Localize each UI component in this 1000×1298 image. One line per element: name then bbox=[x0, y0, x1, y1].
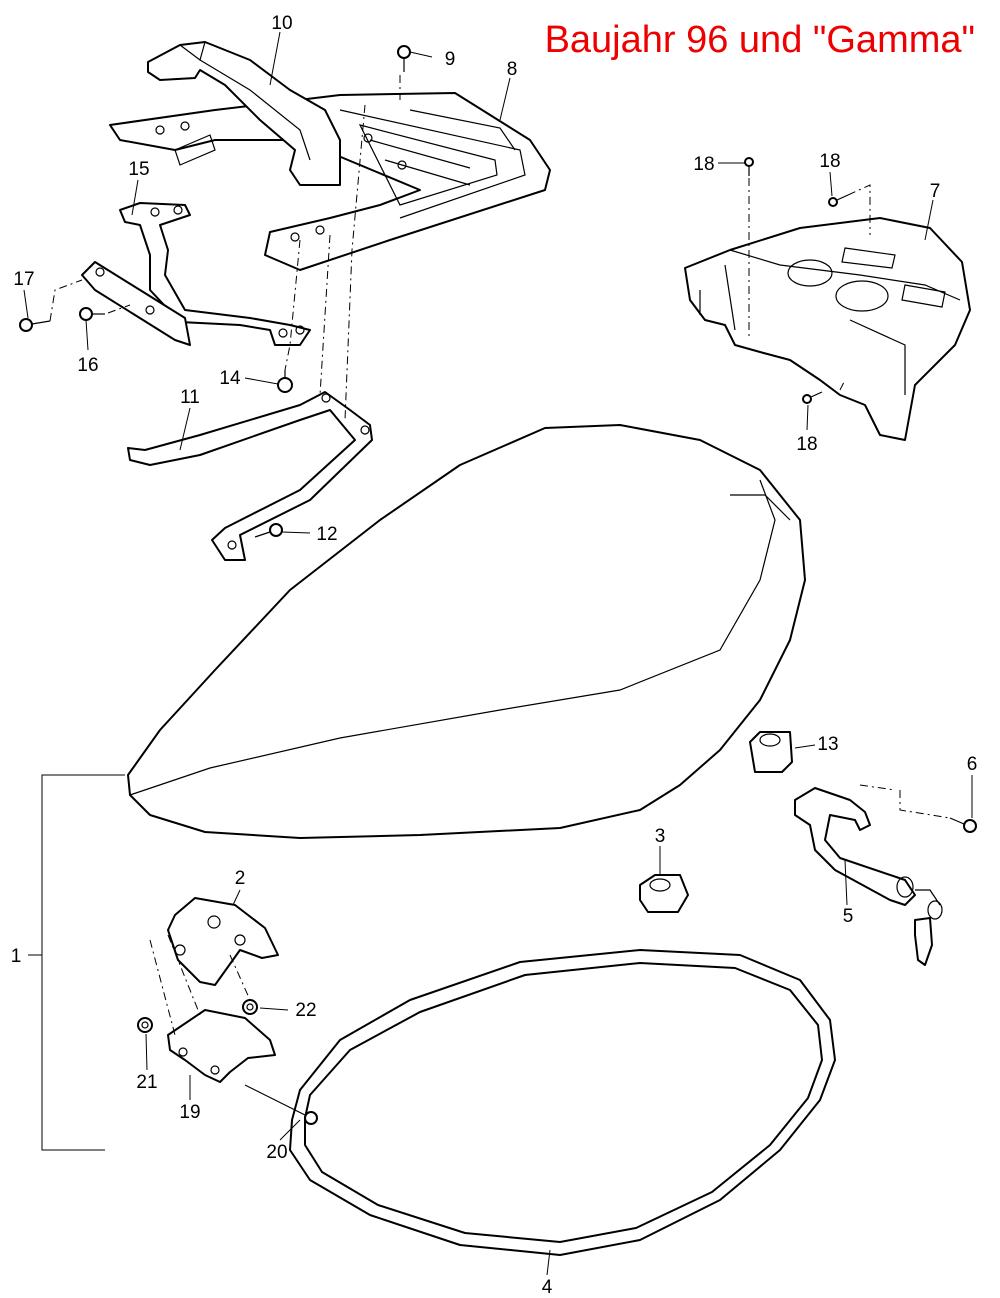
callout-17: 17 bbox=[13, 269, 34, 290]
part-21-nut bbox=[137, 1017, 153, 1033]
part-10-grab-handle bbox=[147, 41, 341, 186]
part-3-bushing bbox=[639, 874, 689, 913]
part-6-screw bbox=[949, 817, 977, 833]
seat-cushion bbox=[127, 424, 806, 839]
part-7-inner-cover bbox=[684, 217, 971, 441]
part-22-nut bbox=[242, 999, 258, 1015]
part-2-hinge-bracket bbox=[167, 897, 279, 986]
side-mounting-plate bbox=[81, 261, 191, 346]
callout-11: 11 bbox=[180, 387, 200, 408]
callout-21: 21 bbox=[136, 1072, 157, 1093]
part-5-seat-lock bbox=[794, 787, 943, 966]
leader-lines bbox=[23, 31, 973, 1276]
part-14-bolt bbox=[277, 370, 293, 393]
part-16-bolt bbox=[79, 307, 105, 321]
callout-12: 12 bbox=[316, 524, 337, 545]
callout-18-top: 18 bbox=[693, 154, 714, 175]
callout-10: 10 bbox=[271, 13, 292, 34]
callout-9: 9 bbox=[445, 49, 456, 70]
callout-6: 6 bbox=[967, 754, 978, 775]
callout-8: 8 bbox=[507, 59, 518, 80]
callout-5: 5 bbox=[843, 906, 854, 927]
callout-18-bottom: 18 bbox=[796, 434, 817, 455]
assembly-bracket-1 bbox=[41, 774, 125, 1151]
callout-19: 19 bbox=[179, 1102, 200, 1123]
part-12-bolt bbox=[254, 523, 283, 538]
diagram-title: Baujahr 96 und "Gamma" bbox=[545, 19, 975, 61]
part-17-bolt bbox=[19, 318, 51, 332]
callout-3: 3 bbox=[655, 826, 666, 847]
part-11-lower-bracket bbox=[127, 391, 373, 561]
part-18-screws bbox=[744, 157, 849, 404]
callout-14: 14 bbox=[219, 368, 241, 389]
callout-16: 16 bbox=[77, 355, 98, 376]
callout-labels: 1 2 3 4 5 6 7 8 9 10 11 12 13 14 15 16 1… bbox=[11, 13, 978, 1298]
part-4-seal bbox=[289, 949, 836, 1256]
callout-18-right: 18 bbox=[819, 151, 840, 172]
part-13-bumper bbox=[749, 731, 793, 773]
callout-7: 7 bbox=[930, 181, 941, 202]
assembly-lines bbox=[49, 75, 951, 1036]
part-8-luggage-rack bbox=[109, 92, 551, 271]
part-20-pin bbox=[244, 1084, 318, 1125]
callout-13: 13 bbox=[817, 734, 838, 755]
part-19-hinge bbox=[167, 1009, 276, 1083]
callout-4: 4 bbox=[542, 1277, 553, 1298]
callout-20: 20 bbox=[266, 1142, 287, 1163]
callout-2: 2 bbox=[235, 868, 246, 889]
callout-22: 22 bbox=[295, 1000, 316, 1021]
callout-15: 15 bbox=[128, 159, 149, 180]
part-9-screw bbox=[397, 45, 411, 72]
callout-1: 1 bbox=[11, 946, 22, 967]
